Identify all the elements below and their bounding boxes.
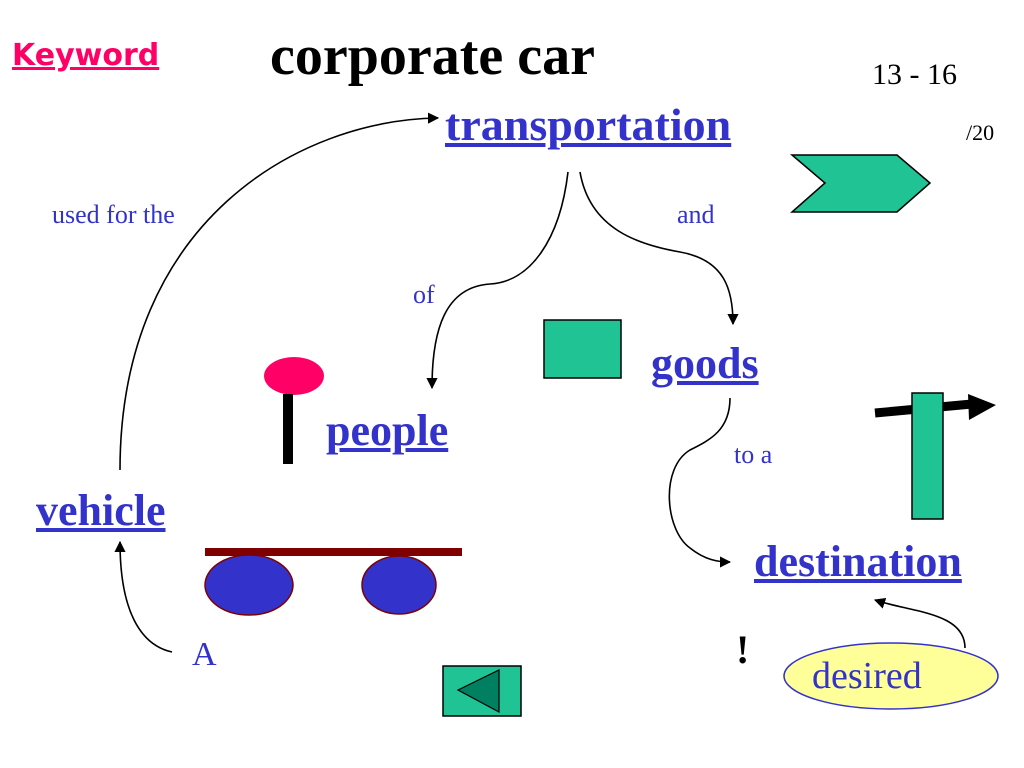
node-people-link[interactable]: people — [326, 406, 449, 455]
node-goods-link[interactable]: goods — [651, 339, 759, 388]
keyword-link[interactable]: Keyword — [12, 38, 160, 73]
triangle-left-icon[interactable] — [442, 665, 522, 717]
edge-label-of: of — [413, 280, 435, 309]
desired-ellipse — [783, 642, 999, 710]
edge-label-and: and — [677, 200, 715, 229]
arrow-transportation-to-goods — [579, 171, 739, 326]
arrow-a-to-vehicle — [114, 540, 173, 653]
exclamation-mark: ! — [736, 627, 750, 672]
edge-label-to-a: to a — [734, 440, 773, 469]
node-vehicle-link[interactable]: vehicle — [36, 486, 166, 535]
edge-label-a: A — [192, 636, 217, 673]
car-shape-icon — [204, 548, 462, 616]
chevron-right-icon[interactable] — [789, 154, 932, 213]
page-title: corporate car — [270, 25, 595, 87]
page-number: 13 - 16 — [872, 58, 957, 91]
arrow-desired-to-destination — [873, 597, 966, 649]
node-transportation-link[interactable]: transportation — [445, 99, 732, 150]
arrow-goods-to-destination — [668, 397, 732, 568]
signpost-arrow-icon — [874, 392, 996, 520]
node-destination-link[interactable]: destination — [754, 537, 962, 586]
arrow-transportation-to-people — [426, 171, 569, 390]
teal-square-icon — [543, 319, 622, 379]
arrow-vehicle-to-transportation — [119, 112, 440, 471]
desired-label: desired — [812, 655, 922, 697]
pin-icon — [264, 357, 324, 464]
edge-label-used-for-the: used for the — [52, 200, 175, 229]
page-total: /20 — [966, 120, 995, 145]
